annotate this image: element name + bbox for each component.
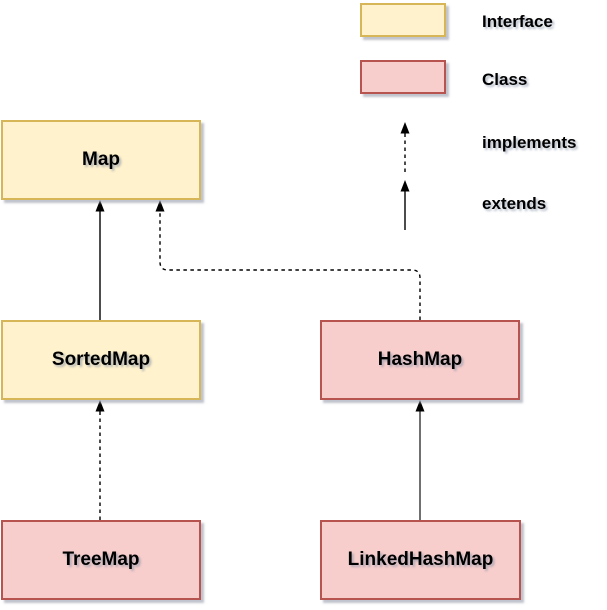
legend-interface-label: Interface [482,12,553,31]
node-treemap-label: TreeMap [62,549,140,570]
node-linkedhashmap-label: LinkedHashMap [347,549,494,570]
edge-sortedmap-extends-map [95,200,105,320]
legend-interface-swatch [360,3,446,37]
edge-treemap-implements-sortedmap [95,400,105,520]
edge-linkedhashmap-extends-hashmap [415,400,425,520]
legend-class-label: Class [482,70,528,89]
legend-implements-label: implements [482,133,577,152]
legend-implements-arrow [400,122,410,172]
legend-class-swatch [360,60,446,94]
node-treemap: TreeMap [1,520,201,600]
node-sortedmap: SortedMap [1,320,201,400]
edge-hashmap-implements-map [155,200,421,320]
node-hashmap: HashMap [320,320,520,400]
node-hashmap-label: HashMap [377,349,463,370]
node-map: Map [1,120,201,200]
legend-extends-label: extends [482,194,547,213]
node-sortedmap-label: SortedMap [51,349,151,370]
legend-extends-arrow [400,180,410,230]
node-linkedhashmap: LinkedHashMap [320,520,521,600]
node-map-label: Map [82,149,120,170]
